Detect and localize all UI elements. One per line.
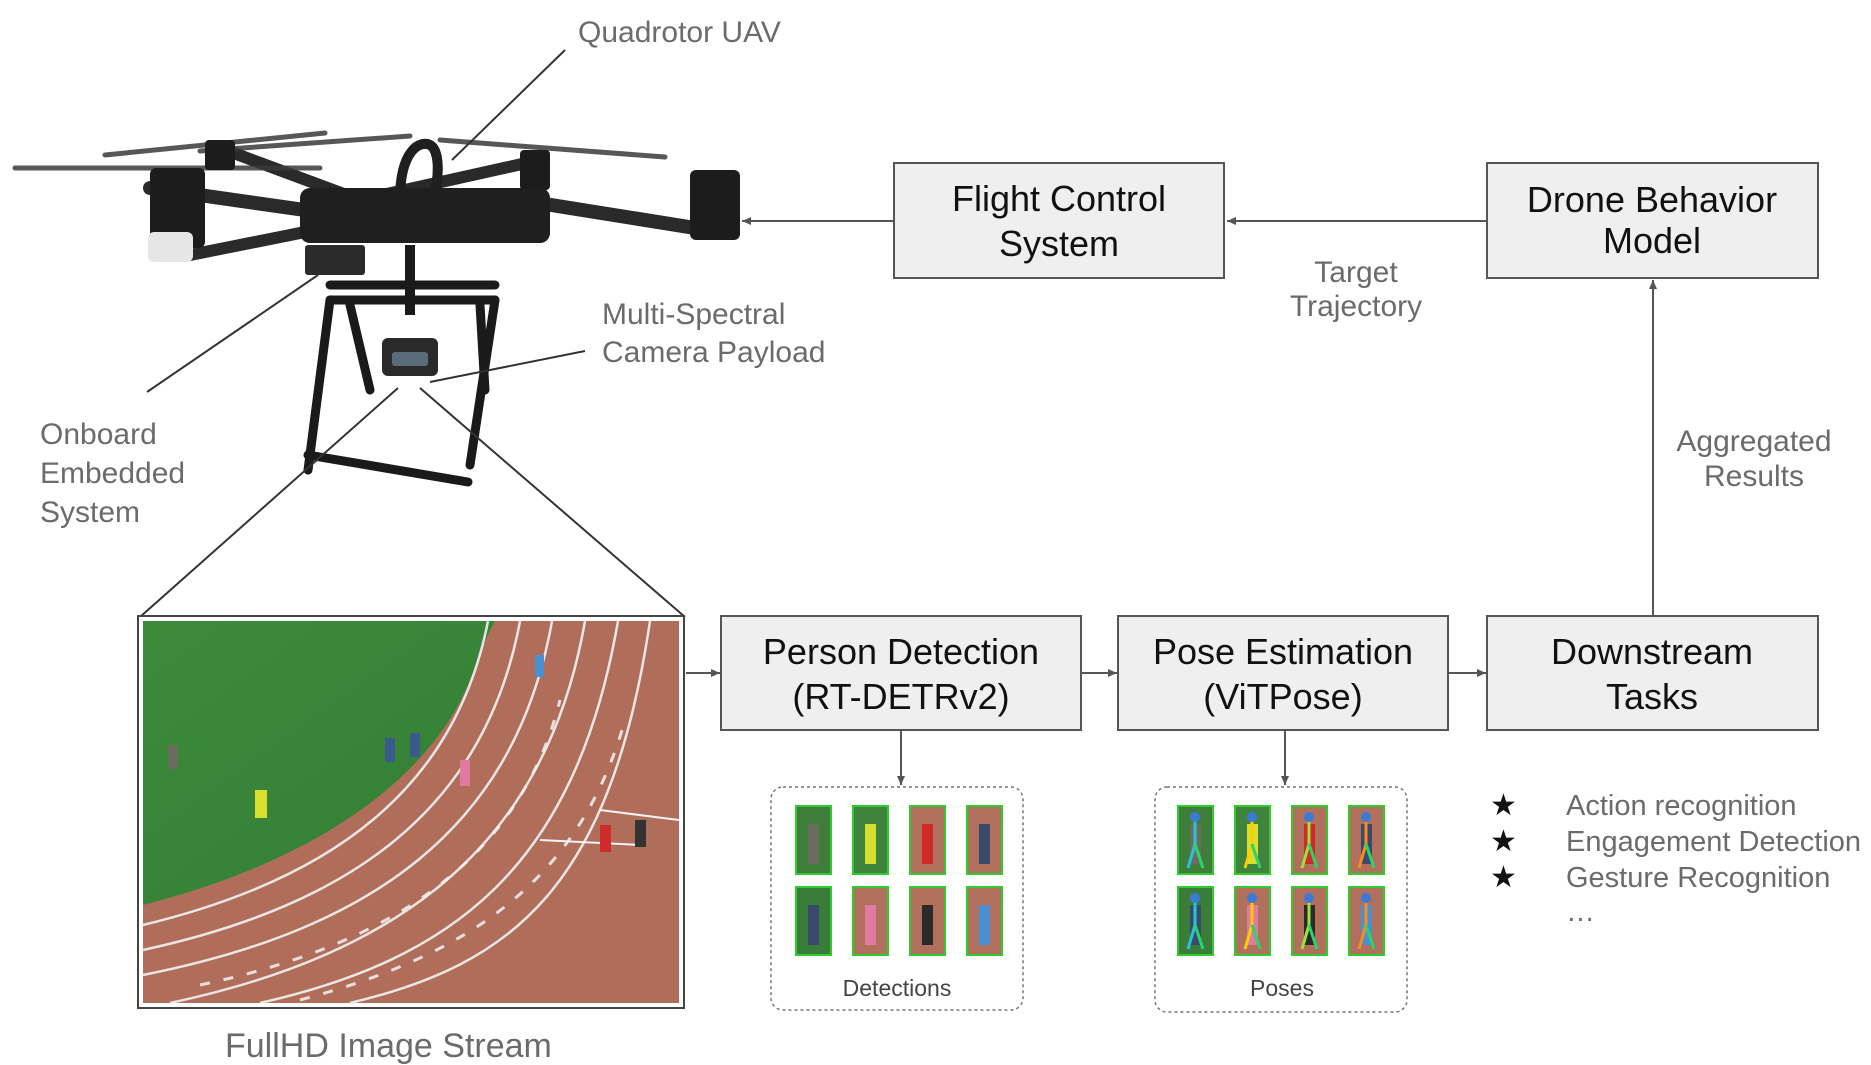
quadrotor-drone-icon (12, 130, 740, 487)
pose-skeleton (1364, 843, 1376, 869)
pose-thumbnails (1177, 805, 1385, 956)
person-crop (979, 824, 990, 864)
uav-label: Quadrotor UAV (578, 16, 781, 49)
onboard-label-line3: System (40, 496, 140, 529)
pose-skeleton (1250, 843, 1262, 869)
task-item-gesture: Gesture Recognition (1566, 862, 1830, 894)
pose-keypoint (1361, 812, 1371, 822)
pose-keypoint (1247, 893, 1257, 903)
person-detection-line2: (RT-DETRv2) (792, 676, 1009, 717)
detections-caption: Detections (843, 975, 952, 1001)
poses-panel: Poses (1154, 786, 1408, 1013)
detections-panel: Detections (770, 786, 1024, 1011)
task-item-more: … (1566, 896, 1595, 928)
person-crop (808, 905, 819, 945)
pose-skeleton (1250, 924, 1262, 950)
pose-keypoint (1247, 812, 1257, 822)
poses-caption: Poses (1250, 975, 1314, 1001)
person-crop (865, 905, 876, 945)
aggregated-results-line1: Aggregated (1676, 425, 1831, 458)
downstream-task-list: ★ Action recognition ★ Engagement Detect… (1490, 789, 1861, 928)
pose-skeleton (1193, 843, 1205, 869)
pose-keypoint (1361, 893, 1371, 903)
person-figures (168, 655, 646, 852)
downstream-tasks-line2: Tasks (1606, 676, 1698, 717)
payload-label-line1: Multi-Spectral (602, 298, 785, 331)
flight-control-line1: Flight Control (952, 178, 1166, 219)
pose-skeleton (1307, 924, 1319, 950)
downstream-tasks-box: Downstream Tasks (1486, 615, 1819, 731)
star-icon: ★ (1490, 825, 1517, 858)
aggregated-results-line2: Results (1704, 460, 1804, 493)
star-icon: ★ (1490, 789, 1517, 822)
drone-behavior-box: Drone Behavior Model (1486, 162, 1819, 279)
person-detection-box: Person Detection (RT-DETRv2) (720, 615, 1082, 731)
flight-control-box: Flight Control System (893, 162, 1225, 279)
person-crop (979, 905, 990, 945)
target-trajectory-line1: Target (1314, 256, 1398, 289)
pose-estimation-box: Pose Estimation (ViTPose) (1117, 615, 1449, 731)
onboard-label-line2: Embedded (40, 457, 185, 490)
image-stream-label: FullHD Image Stream (225, 1027, 552, 1065)
pose-keypoint (1190, 893, 1200, 903)
pose-keypoint (1304, 893, 1314, 903)
target-trajectory-line2: Trajectory (1290, 290, 1422, 323)
detection-thumbnails (795, 805, 1003, 956)
person-crop (922, 905, 933, 945)
flight-control-line2: System (999, 223, 1119, 264)
onboard-label-line1: Onboard (40, 418, 157, 451)
person-crop (865, 824, 876, 864)
task-item-action: Action recognition (1566, 790, 1797, 822)
person-detection-line1: Person Detection (763, 631, 1039, 672)
pose-estimation-line2: (ViTPose) (1203, 676, 1362, 717)
downstream-tasks-line1: Downstream (1551, 631, 1753, 672)
drone-behavior-line2: Model (1603, 220, 1701, 261)
pose-keypoint (1190, 812, 1200, 822)
pose-skeleton (1364, 924, 1376, 950)
pose-estimation-line1: Pose Estimation (1153, 631, 1413, 672)
task-item-engagement: Engagement Detection (1566, 826, 1861, 858)
pose-skeleton (1193, 924, 1205, 950)
drone-behavior-line1: Drone Behavior (1527, 179, 1777, 220)
aerial-image (137, 615, 685, 1009)
person-crop (808, 824, 819, 864)
person-crop (922, 824, 933, 864)
pose-keypoint (1304, 812, 1314, 822)
payload-label-line2: Camera Payload (602, 336, 825, 369)
pose-skeleton (1307, 843, 1319, 869)
star-icon: ★ (1490, 861, 1517, 894)
